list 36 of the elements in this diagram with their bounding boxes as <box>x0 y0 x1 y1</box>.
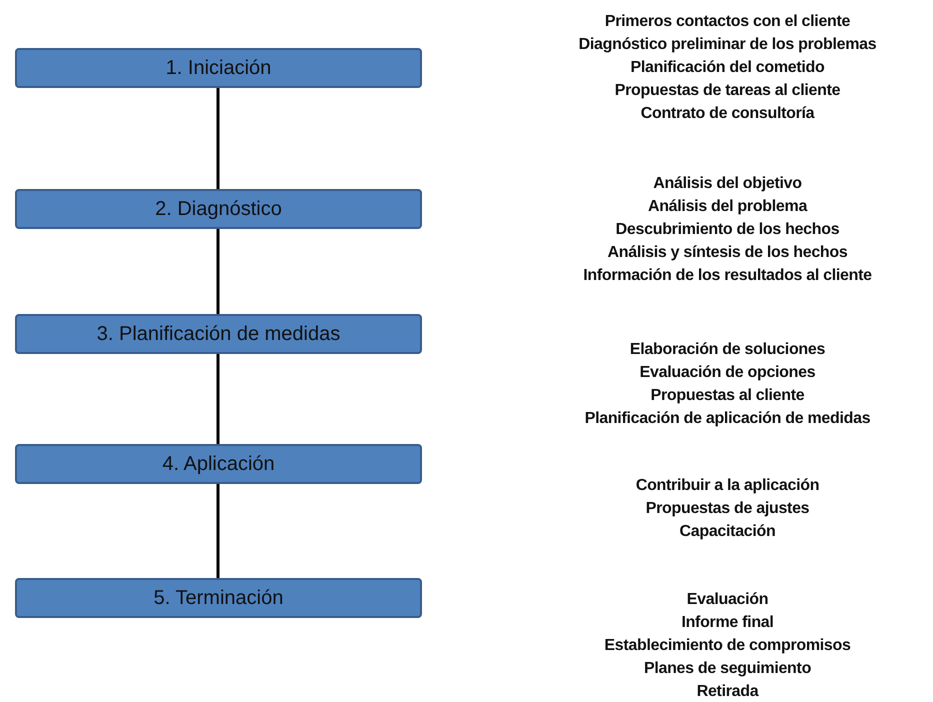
phase-activity: Capacitación <box>680 522 776 542</box>
phase-activity: Elaboración de soluciones <box>630 340 826 360</box>
phase-activity: Análisis y síntesis de los hechos <box>608 243 848 263</box>
phase-activity: Propuestas de tareas al cliente <box>614 81 840 101</box>
phase-activity: Evaluación de opciones <box>640 363 816 383</box>
phase-activity: Primeros contactos con el cliente <box>604 12 850 32</box>
phase-box <box>15 48 422 88</box>
phase-title: 1. Iniciación <box>166 56 272 80</box>
phase-title: 2. Diagnóstico <box>155 198 282 220</box>
phase-title: 4. Aplicación <box>162 452 275 476</box>
phase-box <box>15 314 422 354</box>
connector-line <box>216 354 220 444</box>
phase-activity: Análisis del problema <box>648 197 808 217</box>
phase-activity: Evaluación <box>686 590 768 610</box>
phase-box <box>15 578 422 618</box>
phase-activity: Planes de seguimiento <box>644 659 812 679</box>
phase-activity: Planificación del cometido <box>630 58 825 78</box>
phase-activity: Contrato de consultoría <box>640 104 814 124</box>
phase-activity: Análisis del objetivo <box>653 174 802 194</box>
phase-activity: Propuestas al cliente <box>650 386 804 406</box>
connector-line <box>216 229 220 314</box>
phase-box <box>15 189 422 229</box>
phase-activity: Informe final <box>681 613 774 633</box>
phase-title: 3. Planificación de medidas <box>96 322 340 346</box>
phase-activity: Planificación de aplicación de medidas <box>584 409 870 429</box>
phase-activity: Retirada <box>696 682 758 702</box>
phase-activity: Información de los resultados al cliente <box>583 266 872 286</box>
phase-activity: Establecimiento de compromisos <box>604 636 851 656</box>
connector-line <box>216 88 220 189</box>
phase-box <box>15 444 422 484</box>
phase-title: 5. Terminación <box>154 586 284 610</box>
phase-activity: Diagnóstico preliminar de los problemas <box>578 35 876 55</box>
phase-activity: Contribuir a la aplicación <box>636 476 820 496</box>
connector-line <box>216 484 220 578</box>
phase-activity: Descubrimiento de los hechos <box>616 220 840 240</box>
phase-activity: Propuestas de ajustes <box>646 499 810 519</box>
